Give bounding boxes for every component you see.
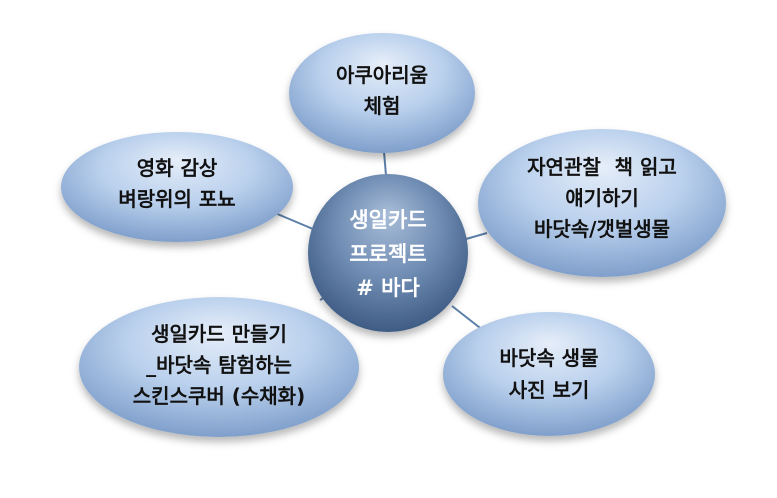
- node-top-bubble: [289, 33, 475, 153]
- node-bottom-right-bubble: [443, 312, 655, 436]
- node-top-line-2: 체험: [364, 94, 401, 118]
- node-center: 생일카드 프로젝트 # 바다: [308, 174, 468, 332]
- node-bottom-right-line-2: 사진 보기: [509, 378, 590, 402]
- connector-right: [465, 232, 488, 240]
- node-bottom-left-line-3: 스킨스쿠버 (수채화): [133, 384, 305, 408]
- node-left: 영화 감상 벼랑위의 포뇨: [61, 132, 293, 242]
- connector-left: [274, 212, 314, 230]
- node-right-line-2: 얘기하기: [565, 186, 639, 210]
- node-right-line-1: 자연관찰 책 읽고: [527, 155, 677, 179]
- node-center-line-2: 프로젝트: [349, 242, 426, 266]
- node-right: 자연관찰 책 읽고 얘기하기 바닷속/갯벌생물: [478, 129, 726, 277]
- node-right-bubble: [478, 129, 726, 277]
- node-top: 아쿠아리움 체험: [289, 33, 475, 153]
- node-bottom-left-line-1: 생일카드 만들기: [151, 322, 287, 346]
- connector-bottom-right: [451, 305, 485, 332]
- node-bottom-left-bubble: [79, 297, 359, 437]
- node-right-line-3: 바닷속/갯벌생물: [534, 217, 670, 241]
- node-top-line-1: 아쿠아리움: [336, 63, 428, 87]
- node-left-line-1: 영화 감상: [137, 156, 218, 180]
- node-bottom-right-line-1: 바닷속 생물: [500, 346, 599, 370]
- node-left-line-2: 벼랑위의 포뇨: [118, 187, 235, 211]
- node-bottom-left: 생일카드 만들기 _바닷속 탐험하는 스킨스쿠버 (수채화): [79, 297, 359, 437]
- node-center-bubble: [308, 174, 468, 332]
- node-bottom-right: 바닷속 생물 사진 보기: [443, 312, 655, 436]
- node-center-line-1: 생일카드: [349, 208, 426, 232]
- node-bottom-left-line-2: _바닷속 탐험하는: [146, 353, 292, 377]
- node-left-bubble: [61, 132, 293, 242]
- node-center-line-3: # 바다: [356, 276, 420, 300]
